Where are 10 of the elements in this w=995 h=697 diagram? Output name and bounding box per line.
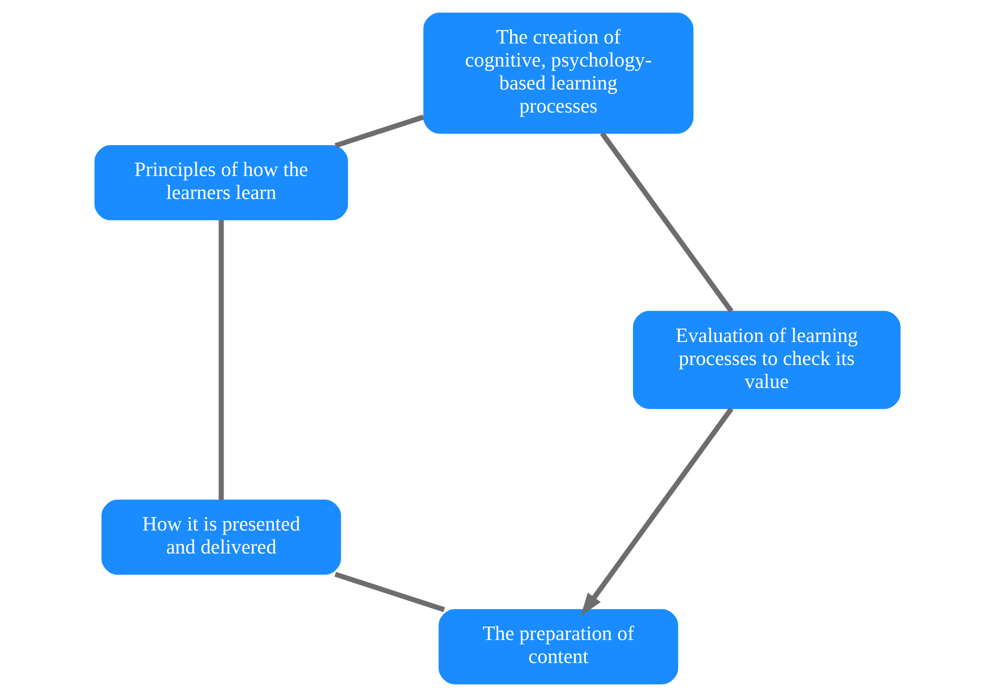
- node-box: The preparation of content: [438, 609, 678, 684]
- connector: [218, 220, 224, 500]
- node-box: Evaluation of learning processes to check its value: [632, 310, 901, 410]
- node-box: The creation of cognitive, psychology-based learning processes: [423, 12, 694, 134]
- connector: [600, 132, 734, 313]
- node-box: Principles of how the learners learn: [94, 145, 348, 220]
- connector: [334, 572, 446, 612]
- connector: [334, 114, 424, 148]
- node-box: How it is presented and delivered: [101, 500, 342, 575]
- arrow: [580, 407, 734, 616]
